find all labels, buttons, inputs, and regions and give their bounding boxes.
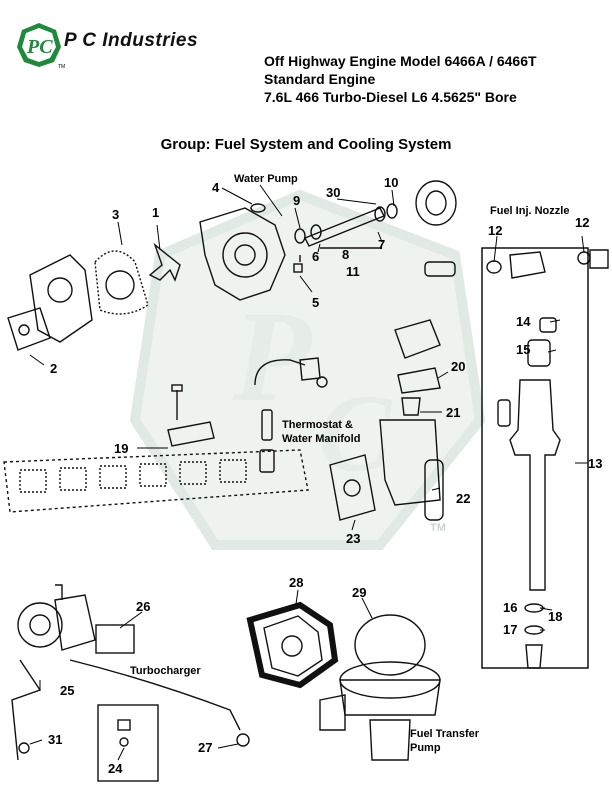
callout-17: 17 — [503, 622, 518, 637]
label-fuel-transfer-1: Fuel Transfer — [410, 728, 480, 740]
logo-letters: PC — [26, 36, 53, 58]
water-pump-housing — [29, 254, 93, 343]
callout-10: 10 — [384, 175, 399, 190]
label-fuel-inj-nozzle: Fuel Inj. Nozzle — [490, 205, 570, 217]
callout-23: 23 — [346, 531, 361, 546]
cylinder-head — [3, 449, 309, 513]
water-pump-body — [199, 207, 286, 301]
callout-24: 24 — [108, 761, 123, 776]
callout-19: 19 — [114, 441, 129, 456]
label-turbocharger: Turbocharger — [130, 665, 201, 677]
label-thermostat-1: Thermostat & — [282, 419, 353, 431]
callout-7: 7 — [378, 237, 386, 252]
gasket-26 — [95, 624, 135, 654]
fitting — [424, 261, 456, 277]
brand-name: P C Industries — [64, 30, 199, 51]
callout-16: 16 — [503, 600, 518, 615]
callout-14: 14 — [516, 314, 531, 329]
gasket-23 — [329, 454, 376, 521]
bracket-19 — [167, 421, 215, 447]
thermostat-21 — [401, 397, 421, 416]
callout-9: 9 — [293, 193, 301, 208]
tip-18 — [525, 644, 543, 669]
impeller-1 — [148, 242, 181, 282]
title-line-1: Off Highway Engine Model 6466A / 6466T — [264, 53, 537, 69]
group-title: Group: Fuel System and Cooling System — [160, 136, 452, 153]
callout-11: 11 — [346, 264, 360, 279]
label-water-pump: Water Pump — [234, 173, 298, 185]
gasket-2 — [7, 307, 51, 351]
callout-12b: 12 — [575, 215, 590, 230]
injector-13 — [509, 379, 561, 591]
callout-29: 29 — [352, 585, 367, 600]
callout-20: 20 — [451, 359, 466, 374]
manifold-housing — [379, 419, 441, 506]
gasket-28 — [246, 601, 339, 689]
turbocharger — [17, 602, 63, 648]
callout-2: 2 — [50, 361, 58, 376]
title-line-3: 7.6L 466 Turbo-Diesel L6 4.5625" Bore — [264, 89, 517, 105]
watermark-tm: TM — [430, 522, 446, 534]
callout-26: 26 — [136, 599, 151, 614]
housing-cover — [394, 319, 441, 359]
callout-31: 31 — [48, 732, 63, 747]
callout-4: 4 — [212, 180, 220, 195]
callout-30: 30 — [326, 185, 341, 200]
title-line-2: Standard Engine — [264, 71, 376, 87]
callout-18: 18 — [548, 609, 563, 624]
callout-27: 27 — [198, 740, 213, 755]
label-fuel-transfer-2: Pump — [410, 742, 441, 754]
drain-line — [11, 659, 42, 761]
pulley-10 — [415, 180, 457, 226]
logo-tm: TM — [58, 64, 66, 70]
shaft-8 — [304, 207, 385, 247]
callout-13: 13 — [588, 456, 603, 471]
part-15 — [527, 339, 551, 367]
callout-15: 15 — [516, 342, 531, 357]
tee-fitting — [509, 251, 546, 279]
label-thermostat-2: Water Manifold — [282, 433, 361, 445]
callout-6: 6 — [312, 249, 320, 264]
gasket-3 — [94, 250, 149, 315]
hose-22 — [424, 459, 444, 521]
svg-text:P: P — [231, 285, 313, 429]
callout-25: 25 — [60, 683, 75, 698]
callout-12a: 12 — [488, 223, 503, 238]
callout-21: 21 — [446, 405, 461, 420]
callout-22: 22 — [456, 491, 471, 506]
pc-logo-icon: PC — [17, 23, 61, 67]
detail-24-box — [97, 704, 159, 782]
callout-8: 8 — [342, 247, 350, 262]
gasket-20 — [397, 367, 441, 394]
nut-12 — [589, 249, 609, 269]
callout-28: 28 — [289, 575, 304, 590]
seal-4 — [250, 203, 266, 213]
part-14 — [539, 317, 557, 333]
callout-3: 3 — [112, 207, 120, 222]
callout-1: 1 — [152, 205, 160, 220]
oil-line — [69, 659, 241, 731]
callout-5: 5 — [312, 295, 320, 310]
fuel-tube — [254, 359, 306, 386]
plug-5 — [293, 263, 303, 273]
fuel-pump-dome — [354, 614, 426, 676]
